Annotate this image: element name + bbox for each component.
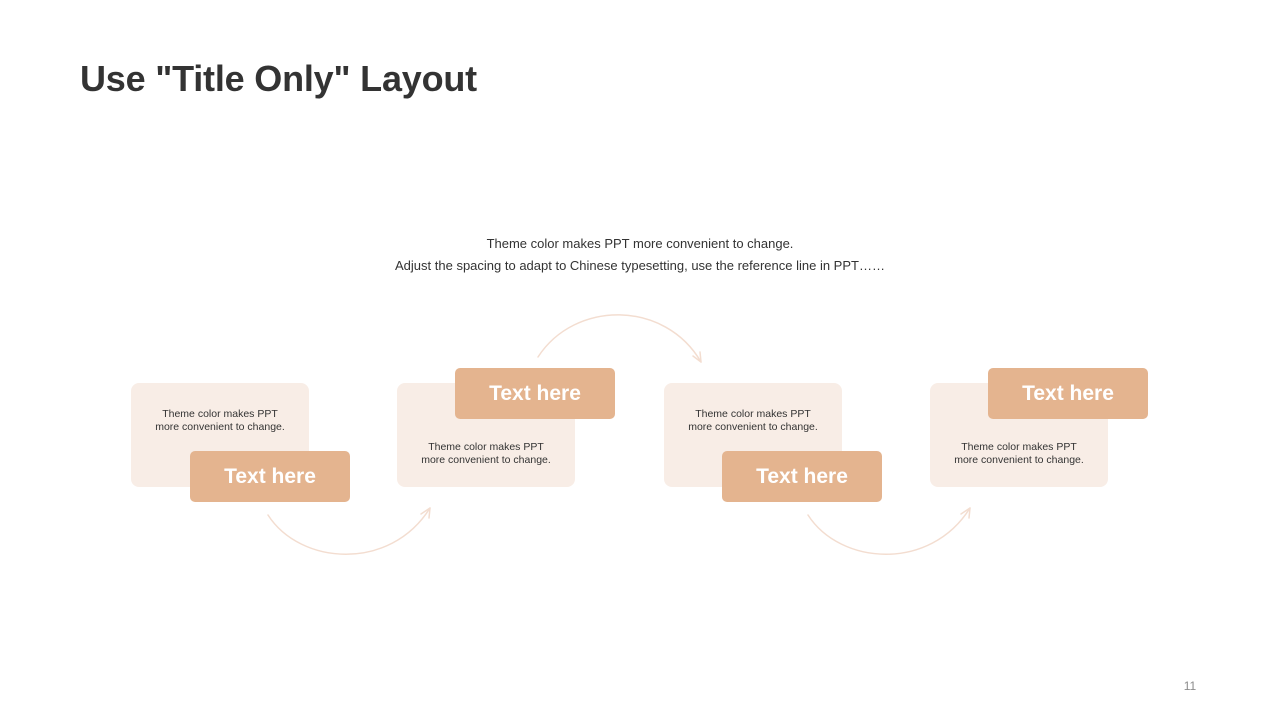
step-4-label: Text here	[988, 368, 1148, 419]
subtitle-line-1: Theme color makes PPT more convenient to…	[486, 236, 794, 251]
connector-arrow-2	[537, 314, 702, 363]
subtitle-line-2: Adjust the spacing to adapt to Chinese t…	[395, 258, 885, 273]
step-2-label: Text here	[455, 368, 615, 419]
step-4-description-line-1: Theme color makes PPT	[961, 441, 1077, 453]
connector-arrow-1	[267, 507, 431, 555]
slide-title: Use "Title Only" Layout	[80, 58, 477, 99]
step-1-label: Text here	[190, 451, 350, 502]
connector-arrow-2-head	[692, 351, 702, 363]
step-4-description: Theme color makes PPT more convenient to…	[930, 441, 1108, 467]
connector-arrow-1-head	[420, 507, 431, 519]
connector-arrow-3	[807, 507, 971, 555]
step-3-description: Theme color makes PPT more convenient to…	[664, 408, 842, 434]
step-1-description-line-2: more convenient to change.	[155, 421, 285, 433]
connector-arrow-3-head	[960, 507, 971, 519]
step-3-description-line-1: Theme color makes PPT	[695, 408, 811, 420]
page-number: 11	[1183, 679, 1197, 693]
step-1-description: Theme color makes PPT more convenient to…	[131, 408, 309, 434]
step-2-description-line-2: more convenient to change.	[421, 454, 551, 466]
step-2-description-line-1: Theme color makes PPT	[428, 441, 544, 453]
step-2-description: Theme color makes PPT more convenient to…	[397, 441, 575, 467]
step-4-description-line-2: more convenient to change.	[954, 454, 1084, 466]
step-3-label: Text here	[722, 451, 882, 502]
step-1-description-line-1: Theme color makes PPT	[162, 408, 278, 420]
step-3-description-line-2: more convenient to change.	[688, 421, 818, 433]
